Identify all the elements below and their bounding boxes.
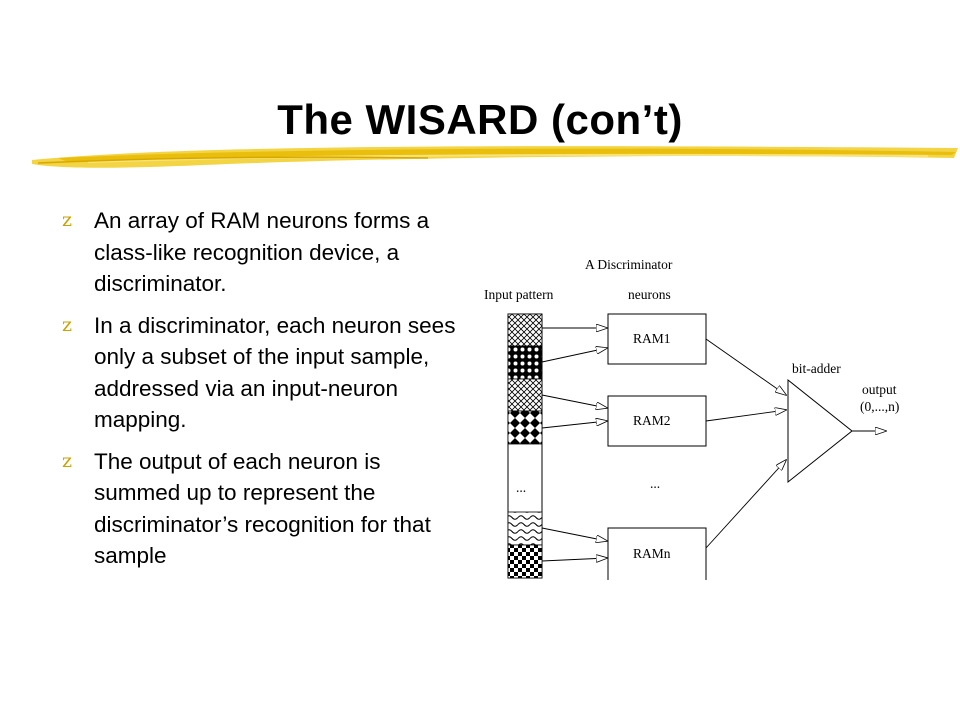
ram-box-n [607, 527, 707, 580]
input-segment [507, 544, 543, 579]
output-label: output [862, 382, 897, 397]
ram-box-2 [607, 395, 707, 447]
ram-1-label: RAM1 [633, 331, 671, 346]
input-pattern-column: ... [507, 313, 543, 579]
neurons-label: neurons [628, 287, 671, 302]
input-segment [507, 410, 543, 445]
input-segment [507, 313, 543, 347]
bullet-text: An array of RAM neurons forms a class-li… [94, 208, 430, 296]
bullet-text: The output of each neuron is summed up t… [94, 448, 431, 569]
bit-adder-triangle [787, 378, 853, 484]
bullet-item: z An array of RAM neurons forms a class-… [62, 205, 462, 300]
ram-2-label: RAM2 [633, 413, 671, 428]
ram-n-label: RAMn [633, 546, 671, 561]
input-to-ram-arrows [541, 328, 607, 561]
diagram-title: A Discriminator [585, 257, 673, 272]
ram-box-1 [607, 313, 707, 365]
bullet-item: z In a discriminator, each neuron sees o… [62, 310, 462, 436]
input-segment [507, 378, 543, 412]
bullet-item: z The output of each neuron is summed up… [62, 446, 462, 572]
bullet-list: z An array of RAM neurons forms a class-… [62, 205, 462, 582]
title-underline-brush-stroke [32, 146, 958, 168]
bullet-marker-icon: z [62, 209, 73, 231]
input-segment [507, 511, 543, 546]
bullet-text: In a discriminator, each neuron sees onl… [94, 312, 456, 433]
output-range-label: (0,...,n) [860, 399, 899, 414]
input-ellipsis: ... [516, 480, 526, 495]
discriminator-diagram: A Discriminator Input pattern neurons ..… [484, 257, 899, 580]
ram-to-adder-arrows [705, 338, 786, 549]
ram-ellipsis: ... [650, 476, 660, 491]
input-segment [507, 345, 543, 380]
bullet-marker-icon: z [62, 313, 73, 336]
bullet-marker-icon: z [62, 449, 73, 472]
input-pattern-label: Input pattern [484, 287, 554, 302]
slide-title: The WISARD (con’t) [277, 96, 683, 143]
bit-adder-label: bit-adder [792, 361, 841, 376]
